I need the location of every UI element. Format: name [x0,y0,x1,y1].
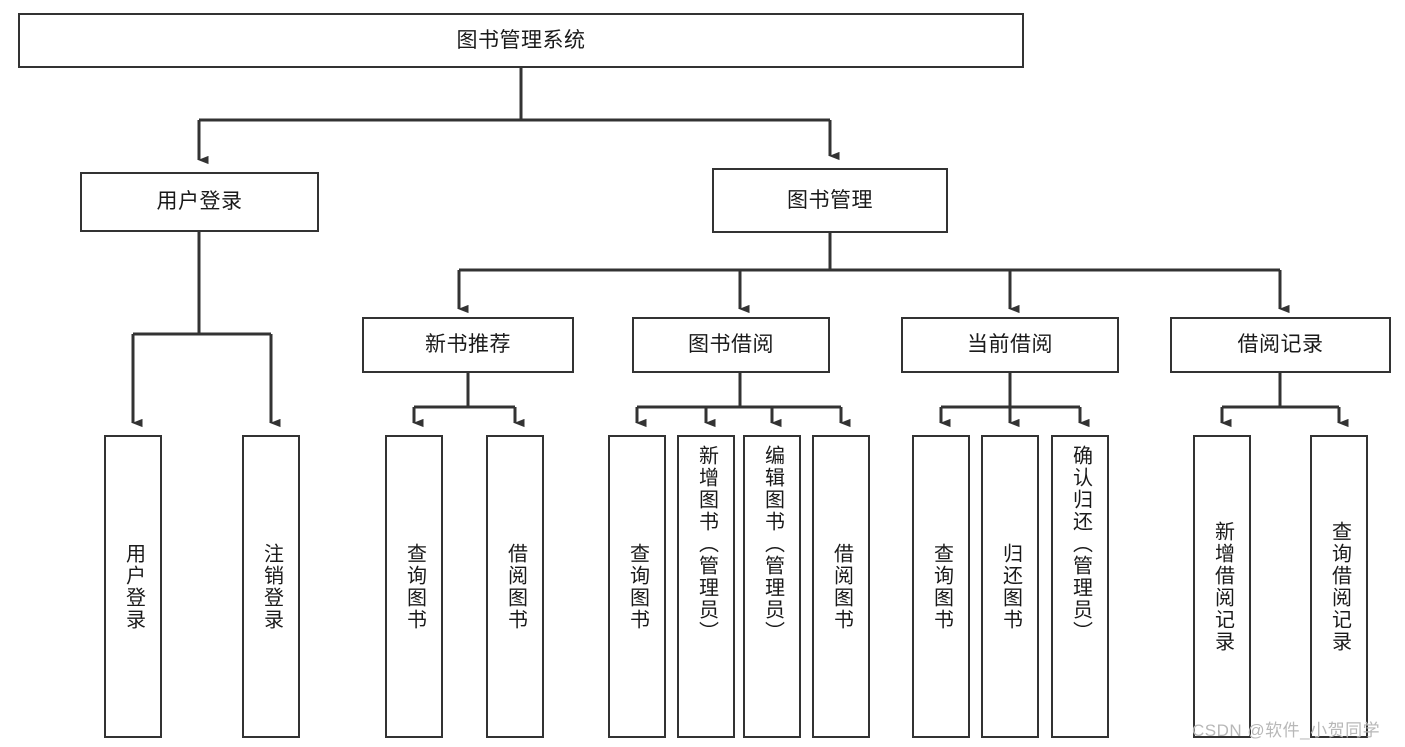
leaf-book-borrow-query-book[interactable]: 查询图书 [608,435,666,738]
leaf-current-borrow-query-book[interactable]: 查询图书 [912,435,970,738]
node-borrow-record[interactable]: 借阅记录 [1170,317,1391,373]
node-label: 图书管理 [787,188,873,212]
leaf-current-borrow-return-book[interactable]: 归还图书 [981,435,1039,738]
node-label: 用户登录 [122,542,145,631]
node-label: 查询图书 [403,542,426,631]
node-book-management[interactable]: 图书管理 [712,168,948,233]
node-label: 查询图书 [626,542,649,631]
node-label: 图书借阅 [688,333,774,357]
node-label: 查询图书 [930,542,953,631]
leaf-borrow-record-query-record[interactable]: 查询借阅记录 [1310,435,1368,738]
node-label: 查询借阅记录 [1328,520,1351,653]
node-label: 注销登录 [260,542,283,631]
leaf-book-borrow-borrow-book[interactable]: 借阅图书 [812,435,870,738]
leaf-new-book-query-book[interactable]: 查询图书 [385,435,443,738]
node-label: 新增借阅记录 [1211,520,1234,653]
leaf-borrow-record-add-record[interactable]: 新增借阅记录 [1193,435,1251,738]
node-label: 确认归还（管理员） [1069,445,1092,643]
leaf-book-borrow-edit-book-admin[interactable]: 编辑图书（管理员） [743,435,801,738]
node-label: 编辑图书（管理员） [761,445,784,643]
node-user-login[interactable]: 用户登录 [80,172,319,232]
node-label: 新书推荐 [425,333,511,357]
leaf-book-borrow-add-book-admin[interactable]: 新增图书（管理员） [677,435,735,738]
node-label: 借阅图书 [504,542,527,631]
leaf-new-book-borrow-book[interactable]: 借阅图书 [486,435,544,738]
node-label: 借阅记录 [1237,333,1324,357]
leaf-user-login-login[interactable]: 用户登录 [104,435,162,738]
leaf-user-login-logout[interactable]: 注销登录 [242,435,300,738]
node-root-book-management-system[interactable]: 图书管理系统 [18,13,1024,68]
leaf-current-borrow-confirm-return-admin[interactable]: 确认归还（管理员） [1051,435,1109,738]
node-label: 归还图书 [999,542,1022,631]
node-label: 当前借阅 [967,333,1053,357]
node-new-book-recommend[interactable]: 新书推荐 [362,317,574,373]
node-current-borrow[interactable]: 当前借阅 [901,317,1119,373]
node-label: 新增图书（管理员） [695,445,718,643]
node-label: 用户登录 [156,190,243,214]
node-book-borrow[interactable]: 图书借阅 [632,317,830,373]
node-label: 图书管理系统 [456,28,586,52]
node-label: 借阅图书 [830,542,853,631]
watermark-csdn: CSDN @软件_小贺同学 [1192,721,1381,740]
